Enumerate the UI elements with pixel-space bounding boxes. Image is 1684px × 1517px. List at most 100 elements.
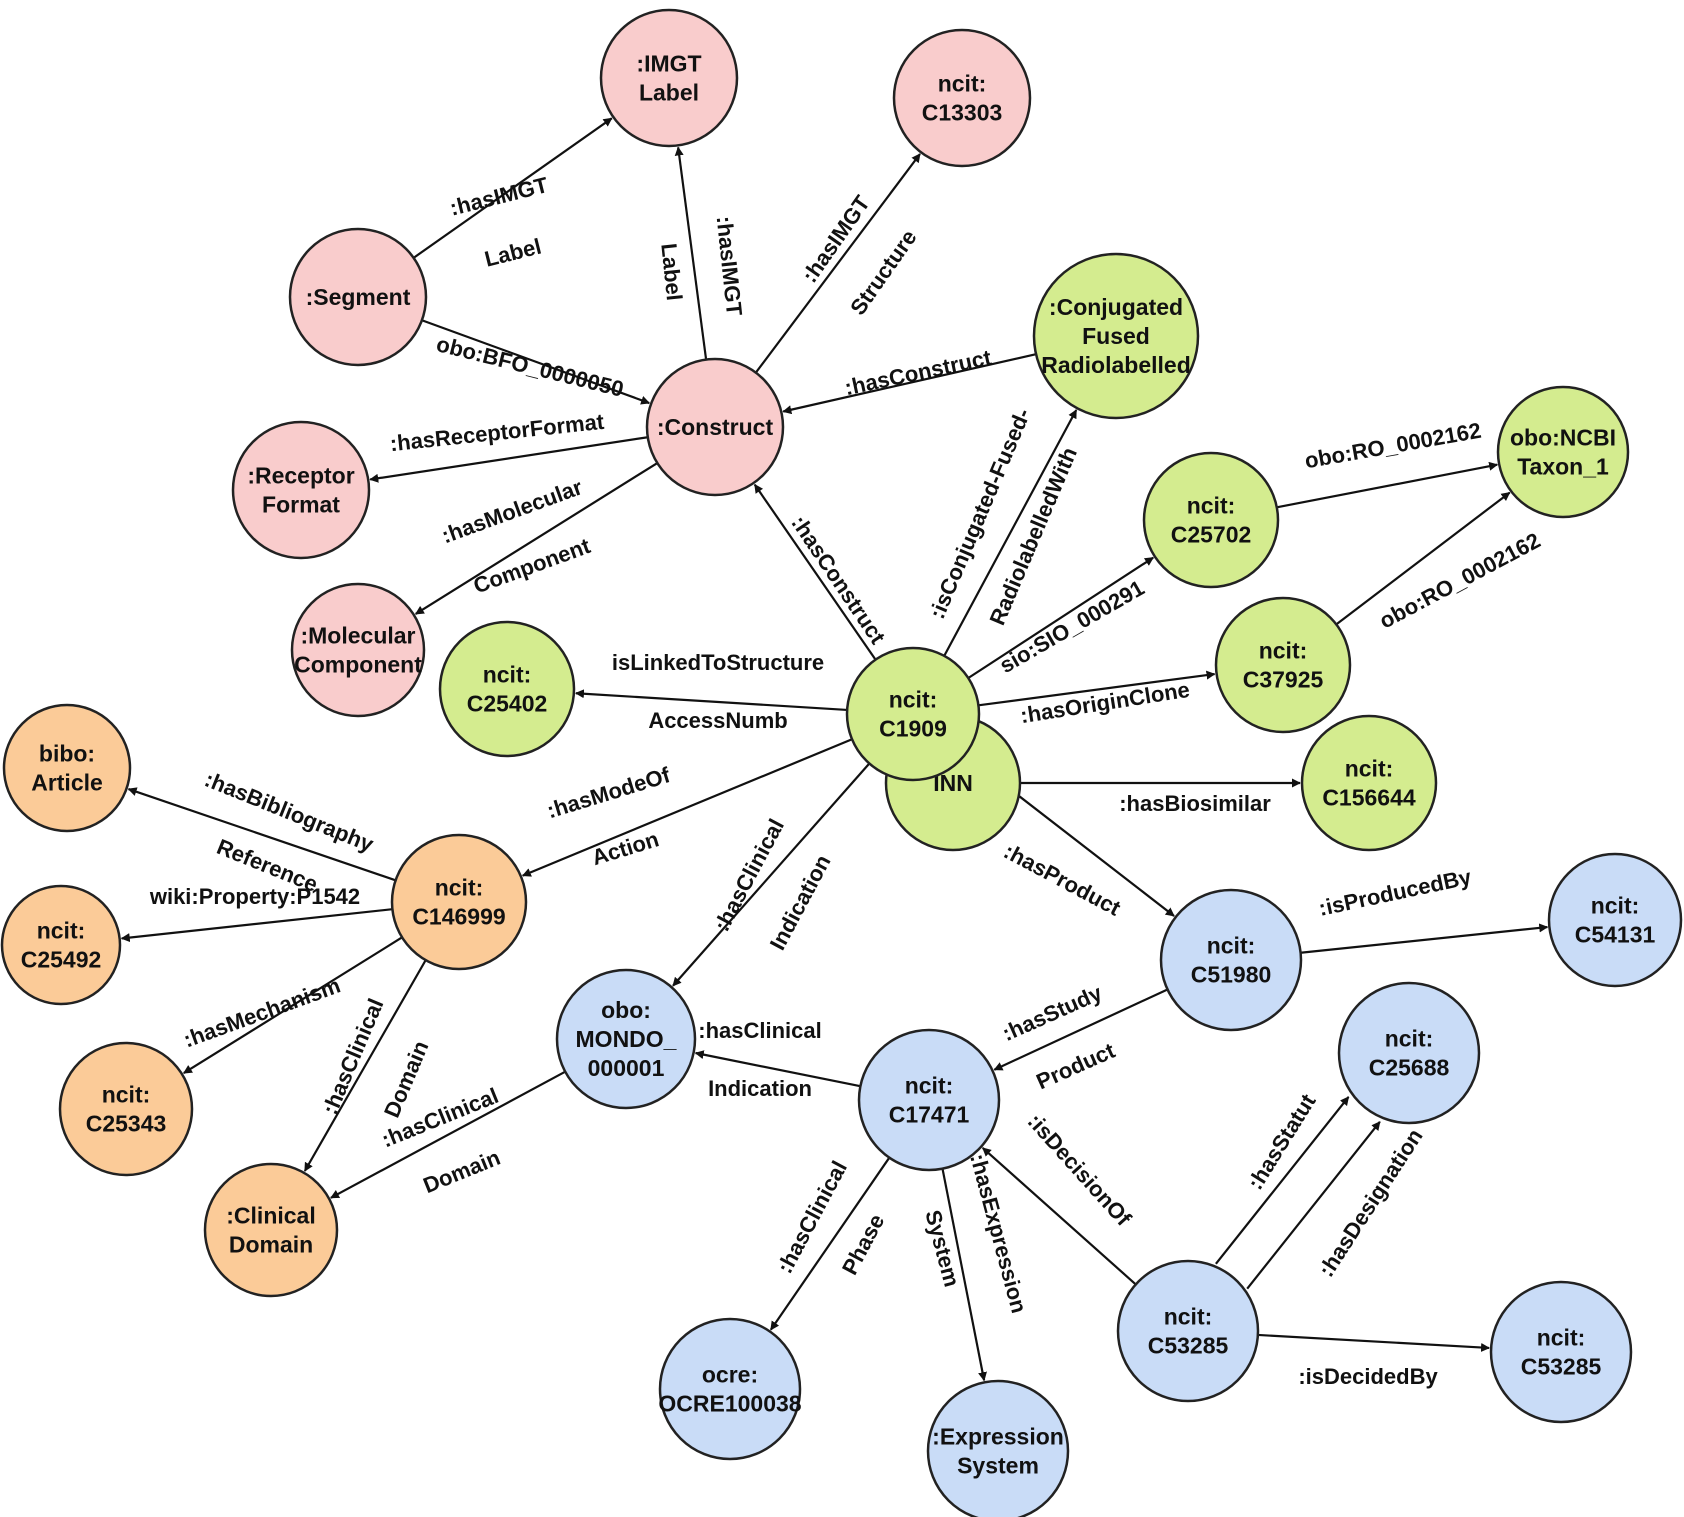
edge-arrow — [369, 436, 648, 483]
edge-arrow — [1300, 923, 1549, 954]
edge-label-line: :hasProduct — [1000, 838, 1126, 921]
node-label-line: ocre: — [702, 1362, 758, 1388]
edge-label-line: Domain — [420, 1145, 504, 1198]
node-label-line: 000001 — [588, 1055, 665, 1081]
node-label-line: C53285 — [1521, 1354, 1602, 1380]
node-label-line: OCRE100038 — [658, 1391, 801, 1417]
node-circle — [1159, 888, 1303, 1032]
node-label: ncit:C25402 — [467, 662, 548, 717]
edge-arrow — [412, 117, 613, 259]
node-label-line: ncit: — [1207, 933, 1256, 959]
node-ncit-c17471: ncit:C17471 — [857, 1028, 1001, 1172]
node-label-line: ncit: — [483, 662, 532, 688]
edge-label: :hasModeOfAction — [544, 762, 690, 879]
edges-layer — [120, 117, 1549, 1382]
edge-label: :hasIMGTLabel — [447, 172, 565, 277]
edge-ncit-c53285-a-to-ncit-c17471 — [982, 1147, 1137, 1286]
node-label-line: C54131 — [1575, 922, 1656, 948]
edge-arrow — [943, 409, 1078, 657]
node-circle — [1214, 596, 1352, 734]
edge-ncit-c53285-a-to-ncit-c25688 — [1215, 1096, 1350, 1265]
edge-label-line: :hasClinical — [698, 1018, 821, 1043]
edge-segment-to-imgt-label — [412, 117, 613, 259]
edge-label: :hasConstruct — [786, 511, 890, 649]
node-label-line: ncit: — [1164, 1304, 1213, 1330]
node-ncit-c25702: ncit:C25702 — [1142, 451, 1280, 589]
node-label: ncit:C53285 — [1521, 1325, 1602, 1380]
edge-ncit-c51980-to-ncit-c17471 — [993, 988, 1168, 1071]
node-label-line: ncit: — [1259, 638, 1308, 664]
edge-segment-to-construct — [421, 319, 651, 405]
node-label-line: :Expression — [932, 1424, 1064, 1450]
edge-label: wiki:Property:P1542 — [149, 884, 360, 909]
node-ncit-c25688: ncit:C25688 — [1337, 981, 1481, 1125]
node-label: :Construct — [657, 414, 774, 440]
edge-arrow — [674, 146, 708, 360]
edge-ncit-c1909-to-ncit-c25702 — [967, 556, 1154, 679]
node-circle — [892, 28, 1032, 168]
node-circle — [555, 968, 697, 1110]
edge-label-line: :hasDesignation — [1313, 1124, 1427, 1281]
edge-label: :hasOriginClone — [1018, 677, 1191, 728]
node-label-line: ncit: — [1187, 493, 1236, 519]
node-ncit-c54131: ncit: C54131 — [1547, 852, 1683, 988]
node-label-line: Domain — [229, 1232, 313, 1258]
node-circle — [0, 884, 122, 1006]
node-label-line: ncit: — [435, 875, 484, 901]
node-label: ncit:C25343 — [86, 1082, 167, 1137]
node-label-line: C13303 — [922, 100, 1003, 126]
edge-label: obo:RO_0002162 — [1303, 418, 1483, 474]
node-label-line: ncit: — [938, 71, 987, 97]
node-label: ncit:C146999 — [412, 875, 505, 930]
edge-label-line: :isDecidedBy — [1298, 1364, 1438, 1389]
edge-arrow — [120, 908, 393, 943]
node-label-line: :Construct — [657, 414, 774, 440]
edge-label: :hasProduct — [1000, 838, 1126, 921]
edge-label-line: :hasMolecular — [438, 474, 586, 548]
node-construct: :Construct — [645, 357, 785, 497]
node-label-line: C51980 — [1191, 962, 1272, 988]
node-ncit-c51980: ncit: C51980 — [1159, 888, 1303, 1032]
node-ocre: ocre: OCRE100038 — [658, 1317, 802, 1461]
node-ncit-c53285-b: ncit:C53285 — [1489, 1280, 1633, 1424]
node-label-line: :Segment — [306, 284, 411, 310]
edge-label-line: Phase — [837, 1210, 890, 1279]
edge-label: :hasConstruct — [842, 345, 994, 401]
edge-ncit-c146999-to-bibo-article — [127, 787, 396, 882]
node-circle — [857, 1028, 1001, 1172]
node-segment: :Segment — [288, 227, 428, 367]
node-label-line: ncit: — [37, 918, 86, 944]
node-circle — [231, 420, 371, 560]
node-label: ncit: C51980 — [1191, 933, 1272, 988]
edge-ncit-c1909-to-ncit-c37925 — [978, 670, 1216, 707]
edge-label-line: Indication — [765, 851, 836, 954]
edge-arrow — [993, 988, 1168, 1071]
node-label-line: ncit: — [1591, 893, 1640, 919]
node-mondo: obo:MONDO_000001 — [555, 968, 697, 1110]
edge-label: :hasMechanism — [180, 973, 344, 1053]
edge-label: :hasStudyProduct — [998, 980, 1130, 1099]
edge-label-line: :hasIMGT — [712, 215, 747, 318]
node-ncit-c146999: ncit:C146999 — [390, 833, 528, 971]
node-circle — [1547, 852, 1683, 988]
edge-label: obo:BFO_0000050 — [434, 331, 626, 402]
node-ncit-c13303: ncit: C13303 — [892, 28, 1032, 168]
edge-label-line: :isDecisionOf — [1023, 1109, 1137, 1232]
edge-label: :hasExpressionSystem — [909, 1151, 1032, 1331]
node-label-line: :Receptor — [247, 463, 354, 489]
node-label-line: :Molecular — [300, 623, 415, 649]
node-label-line: :Clinical — [226, 1203, 315, 1229]
edge-label-line: wiki:Property:P1542 — [149, 884, 360, 909]
edge-arrow — [1335, 491, 1511, 626]
node-label-line: C25492 — [21, 947, 102, 973]
node-label-line: obo: — [601, 997, 651, 1023]
